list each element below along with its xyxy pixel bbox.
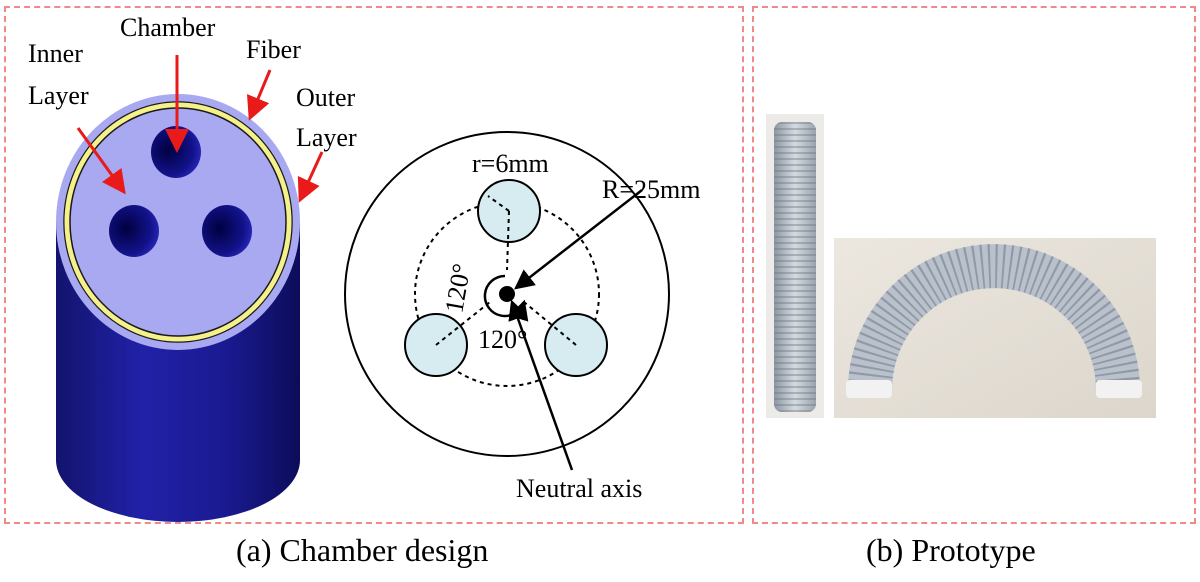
inner-layer-top (72, 110, 284, 334)
arrow-neutral-axis (508, 299, 574, 471)
label-neutral-axis: Neutral axis (516, 474, 642, 503)
prototype-photo-straight (766, 114, 824, 418)
cylinder-3d (56, 94, 300, 522)
end-cap-left (846, 380, 892, 398)
label-inner-line1: Inner (28, 39, 83, 68)
cross-section (344, 131, 670, 471)
panel-prototype (752, 6, 1196, 524)
label-arrows (76, 55, 324, 203)
prototype-photo-bent (834, 238, 1156, 418)
caption-prototype: (b) Prototype (866, 532, 1036, 568)
panel-chamber-design (4, 6, 744, 524)
caption-chamber-design: (a) Chamber design (236, 532, 489, 568)
dash-line-left (435, 301, 491, 346)
chamber-hole-left (109, 205, 159, 257)
arrow-inner-layer (76, 127, 126, 195)
label-fiber: Fiber (246, 35, 301, 64)
label-outer-line1: Outer (296, 83, 356, 112)
dash-line-right (523, 301, 577, 346)
label-large-radius: R=25mm (602, 175, 700, 204)
chamber-hole-right (202, 205, 252, 257)
label-outer-line2: Layer (296, 123, 357, 152)
bent-tube-ribs (848, 244, 1140, 391)
arrow-outer-layer (297, 151, 324, 203)
end-cap-right (1096, 380, 1142, 398)
arrow-fiber (246, 69, 272, 121)
arrow-large-radius (514, 189, 643, 290)
neutral-axis-point (499, 286, 515, 302)
label-angle-bottom: 120° (478, 325, 527, 354)
dash-line-top (506, 210, 510, 271)
label-chamber: Chamber (120, 13, 216, 42)
label-small-radius: r=6mm (472, 149, 549, 178)
label-inner-line2: Layer (28, 81, 89, 110)
